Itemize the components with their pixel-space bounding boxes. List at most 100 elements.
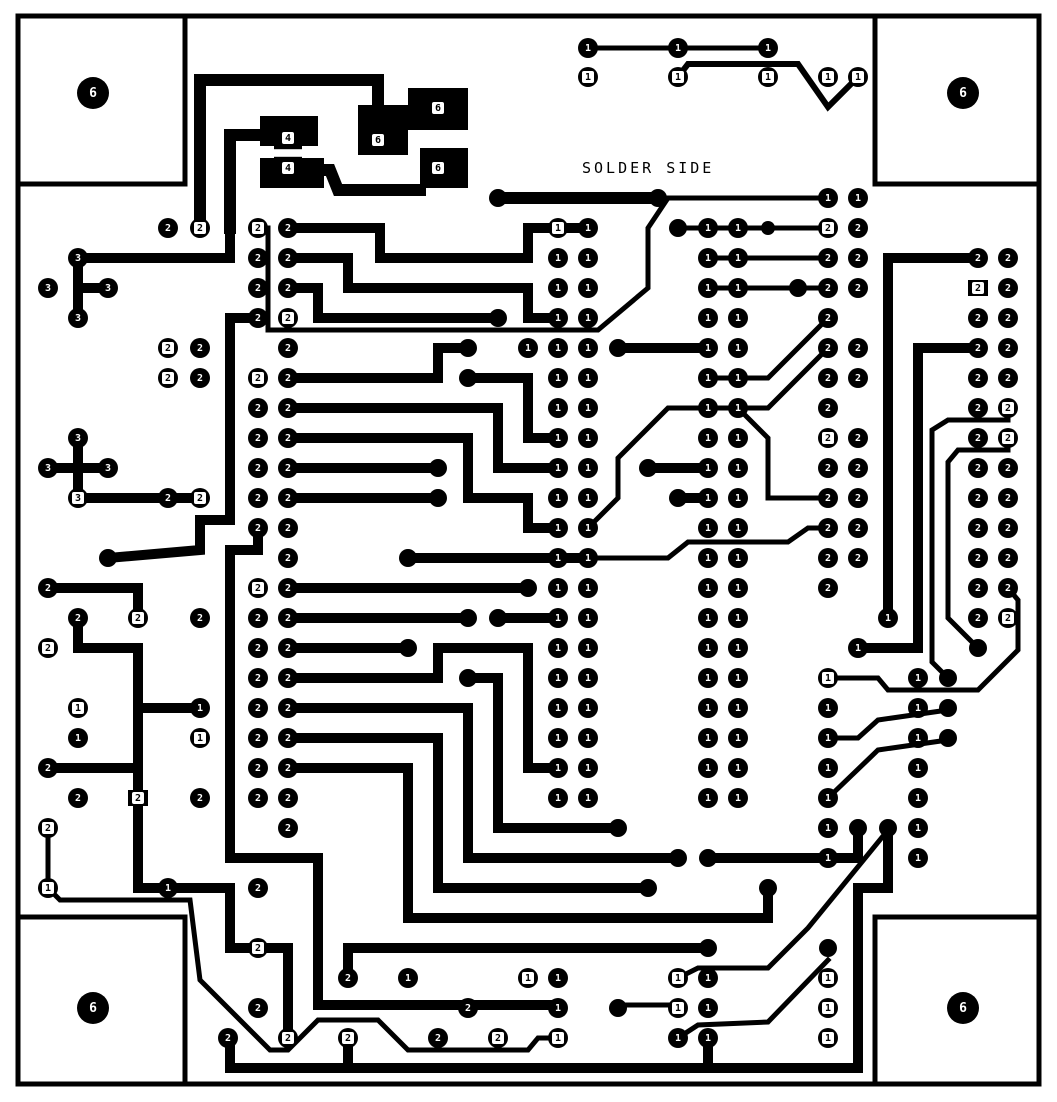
pad- bbox=[849, 819, 867, 837]
svg-text:1: 1 bbox=[735, 553, 741, 564]
pad-1: 1 bbox=[548, 338, 568, 358]
pad-2: 2 bbox=[998, 338, 1018, 358]
svg-text:2: 2 bbox=[1005, 283, 1011, 294]
pad- bbox=[399, 639, 417, 657]
pad-1: 1 bbox=[728, 608, 748, 628]
pad-2: 2 bbox=[190, 338, 210, 358]
pad-1: 1 bbox=[698, 218, 718, 238]
trace-r-i bbox=[674, 956, 832, 1042]
pad-2: 2 bbox=[248, 638, 268, 658]
svg-text:1: 1 bbox=[855, 72, 861, 83]
pad- bbox=[489, 609, 507, 627]
trace-ic-o bbox=[283, 733, 653, 893]
pad-1: 1 bbox=[578, 67, 598, 87]
trace-reg-right bbox=[312, 164, 426, 196]
svg-text:1: 1 bbox=[585, 553, 591, 564]
svg-text:2: 2 bbox=[255, 1003, 261, 1014]
pad-2: 2 bbox=[248, 458, 268, 478]
pad- bbox=[519, 579, 537, 597]
svg-text:2: 2 bbox=[1005, 553, 1011, 564]
pad-1: 1 bbox=[68, 698, 88, 718]
svg-text:1: 1 bbox=[735, 373, 741, 384]
svg-text:2: 2 bbox=[197, 343, 203, 354]
svg-text:1: 1 bbox=[405, 973, 411, 984]
pad-1: 1 bbox=[908, 818, 928, 838]
svg-text:2: 2 bbox=[825, 433, 831, 444]
svg-text:2: 2 bbox=[197, 493, 203, 504]
svg-text:1: 1 bbox=[915, 793, 921, 804]
svg-text:2: 2 bbox=[255, 493, 261, 504]
svg-text:1: 1 bbox=[705, 643, 711, 654]
svg-text:1: 1 bbox=[585, 283, 591, 294]
svg-text:2: 2 bbox=[285, 283, 291, 294]
trace-reg-left bbox=[194, 74, 384, 234]
pad- bbox=[939, 699, 957, 717]
svg-text:1: 1 bbox=[705, 313, 711, 324]
pad-1: 1 bbox=[668, 1028, 688, 1048]
pad-2: 2 bbox=[818, 458, 838, 478]
pad-2: 2 bbox=[248, 998, 268, 1018]
svg-text:1: 1 bbox=[825, 973, 831, 984]
trace-ic-l bbox=[283, 643, 563, 773]
pad-1: 1 bbox=[698, 758, 718, 778]
pad-2: 2 bbox=[278, 368, 298, 388]
pad-1: 1 bbox=[68, 728, 88, 748]
svg-text:1: 1 bbox=[555, 733, 561, 744]
pad-2: 2 bbox=[818, 278, 838, 298]
svg-text:1: 1 bbox=[705, 553, 711, 564]
pad-1: 1 bbox=[728, 728, 748, 748]
svg-text:2: 2 bbox=[825, 253, 831, 264]
pad-2: 2 bbox=[278, 428, 298, 448]
svg-text:1: 1 bbox=[555, 553, 561, 564]
corner-blocks bbox=[15, 13, 1042, 1087]
pad-2: 2 bbox=[458, 998, 478, 1018]
trace-mid-c bbox=[584, 344, 832, 532]
trace-ic-q bbox=[703, 823, 863, 863]
pad-1: 1 bbox=[698, 278, 718, 298]
pad-1: 1 bbox=[758, 67, 778, 87]
svg-text:1: 1 bbox=[585, 403, 591, 414]
svg-text:1: 1 bbox=[705, 793, 711, 804]
pad-1: 1 bbox=[758, 38, 778, 58]
svg-text:2: 2 bbox=[825, 553, 831, 564]
pad-1: 1 bbox=[728, 338, 748, 358]
svg-text:2: 2 bbox=[825, 463, 831, 474]
svg-text:2: 2 bbox=[165, 493, 171, 504]
pad-1: 1 bbox=[728, 488, 748, 508]
trace-r-c bbox=[825, 584, 1021, 693]
trace-gnd-bottom bbox=[225, 883, 863, 1073]
pad-1: 1 bbox=[698, 578, 718, 598]
svg-text:1: 1 bbox=[555, 973, 561, 984]
pad-2: 2 bbox=[248, 608, 268, 628]
pad-2: 2 bbox=[278, 698, 298, 718]
svg-text:2: 2 bbox=[135, 793, 141, 804]
svg-text:6: 6 bbox=[435, 163, 441, 174]
svg-text:1: 1 bbox=[705, 343, 711, 354]
svg-text:1: 1 bbox=[555, 643, 561, 654]
pad-1: 1 bbox=[578, 548, 598, 568]
pad-2: 2 bbox=[818, 428, 838, 448]
pad-2: 2 bbox=[248, 308, 268, 328]
pad-2: 2 bbox=[848, 488, 868, 508]
pad-6: 6 bbox=[364, 128, 392, 152]
pad-2: 2 bbox=[278, 728, 298, 748]
pad-1: 1 bbox=[548, 518, 568, 538]
pad-1: 1 bbox=[698, 428, 718, 448]
pad-1: 1 bbox=[818, 998, 838, 1018]
pad-2: 2 bbox=[818, 488, 838, 508]
pad-2: 2 bbox=[818, 338, 838, 358]
pad-1: 1 bbox=[548, 638, 568, 658]
pad-1: 1 bbox=[668, 968, 688, 988]
pad-1: 1 bbox=[578, 578, 598, 598]
pad-2: 2 bbox=[190, 218, 210, 238]
trace-top-angle bbox=[673, 61, 863, 112]
pad-2: 2 bbox=[158, 338, 178, 358]
svg-text:1: 1 bbox=[735, 703, 741, 714]
svg-text:2: 2 bbox=[825, 523, 831, 534]
svg-text:1: 1 bbox=[705, 583, 711, 594]
pad- bbox=[459, 669, 477, 687]
pad-2: 2 bbox=[68, 788, 88, 808]
pad-1: 1 bbox=[698, 488, 718, 508]
pad-1: 1 bbox=[728, 548, 748, 568]
svg-text:1: 1 bbox=[585, 72, 591, 83]
